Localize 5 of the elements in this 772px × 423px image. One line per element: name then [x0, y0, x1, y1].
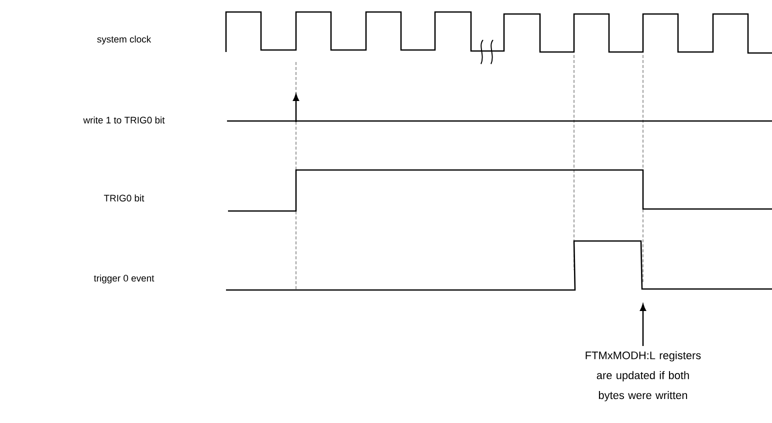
signal-name: trigger 0 event	[94, 274, 154, 284]
note-text: FTMxMODH:L registers are updated if both bytes were written	[586, 351, 701, 402]
signal-name: write 1 to TRIG0 bit	[83, 116, 165, 124]
signal-name: TRIG0 bit	[104, 194, 144, 202]
signal-name: system clock	[97, 36, 152, 44]
